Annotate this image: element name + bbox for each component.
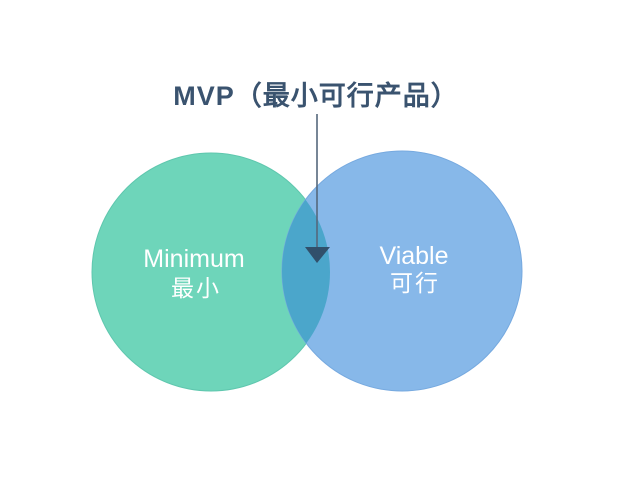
diagram-title: MVP（最小可行产品） (173, 80, 459, 111)
viable-label-zh: 可行 (390, 271, 440, 297)
viable-label-en: Viable (379, 242, 448, 270)
minimum-label-zh: 最小 (171, 276, 221, 302)
pointer-arrow-head-icon (305, 247, 330, 263)
minimum-label-en: Minimum (143, 245, 244, 273)
